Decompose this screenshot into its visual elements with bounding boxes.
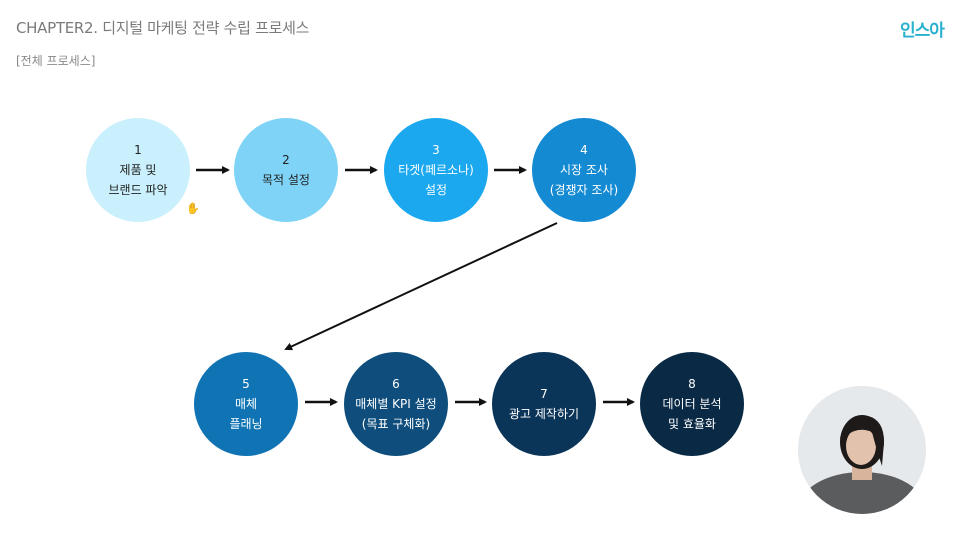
brand-logo: 인스아 xyxy=(900,21,945,41)
step-4-circle: 4 시장 조사 (경쟁자 조사) xyxy=(532,118,636,222)
step-label-line2: (목표 구체화) xyxy=(361,417,431,431)
step-1-circle: 1 제품 및 브랜드 파악 xyxy=(86,118,190,222)
step-8-circle: 8 데이터 분석 및 효율화 xyxy=(640,352,744,456)
step-label-line2: 브랜드 파악 xyxy=(108,183,168,197)
step-label-line2: 플래닝 xyxy=(229,417,263,431)
step-label-line2: 및 효율화 xyxy=(668,417,716,431)
step-7-circle: 7 광고 제작하기 xyxy=(492,352,596,456)
step-label-line2: 설정 xyxy=(424,183,448,197)
step-number: 7 xyxy=(540,387,548,401)
step-label-line1: 매체 xyxy=(234,397,258,411)
presenter-avatar xyxy=(798,386,926,514)
step-5-circle: 5 매체 플래닝 xyxy=(194,352,298,456)
step-label-line1: 목적 설정 xyxy=(262,173,310,187)
arrow-4-5 xyxy=(284,222,558,351)
hand-cursor-icon: ✋ xyxy=(186,202,200,215)
step-number: 2 xyxy=(282,153,290,167)
slide-subtitle: [전체 프로세스] xyxy=(16,54,96,68)
step-3-circle: 3 타겟(페르소나) 설정 xyxy=(384,118,488,222)
step-label-line1: 광고 제작하기 xyxy=(508,407,580,421)
step-number: 1 xyxy=(134,143,142,157)
step-6-circle: 6 매체별 KPI 설정 (목표 구체화) xyxy=(344,352,448,456)
slide-title: CHAPTER2. 디지털 마케팅 전략 수립 프로세스 xyxy=(16,19,310,37)
step-label-line1: 매체별 KPI 설정 xyxy=(355,397,437,411)
step-label-line1: 타겟(페르소나) xyxy=(398,163,474,177)
step-label-line1: 시장 조사 xyxy=(560,163,608,177)
step-label-line2: (경쟁자 조사) xyxy=(549,183,619,197)
step-number: 6 xyxy=(392,377,400,391)
step-number: 3 xyxy=(432,143,440,157)
step-2-circle: 2 목적 설정 xyxy=(234,118,338,222)
step-label-line1: 제품 및 xyxy=(119,163,157,177)
step-number: 4 xyxy=(580,143,588,157)
step-label-line1: 데이터 분석 xyxy=(662,397,722,411)
step-number: 8 xyxy=(688,377,696,391)
step-number: 5 xyxy=(242,377,250,391)
presenter-webcam xyxy=(798,386,926,514)
